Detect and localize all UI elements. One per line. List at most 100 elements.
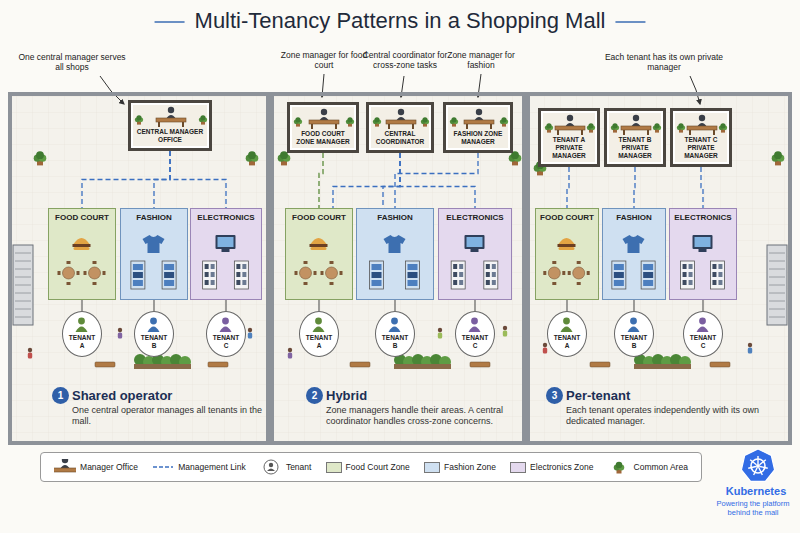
legend-swatch (326, 462, 342, 473)
escalator-step (769, 253, 785, 254)
shop-zone: FOOD COURT (48, 208, 116, 300)
node-icon (135, 315, 172, 333)
chair-icon (295, 271, 298, 275)
callout-number: 3 (546, 387, 563, 404)
tenant-figure (697, 327, 709, 333)
tenant-figure (391, 318, 398, 325)
gadget (453, 272, 457, 277)
table-icon (573, 267, 585, 279)
shop-zone: ELECTRONICS (669, 208, 737, 300)
tenant-circle-label: TENANT C (213, 334, 239, 349)
bench (470, 362, 490, 367)
monitor-icon (695, 237, 711, 247)
node-icon (536, 233, 597, 297)
gadget (242, 280, 246, 285)
management-link (383, 153, 400, 208)
clothes (643, 264, 653, 270)
management-link (318, 300, 319, 311)
manager-figure (168, 107, 174, 113)
management-link (634, 167, 635, 208)
chair-icon (321, 271, 324, 275)
manager-office-label: CENTRAL MANAGER OFFICE (134, 128, 206, 144)
burger-icon (558, 244, 576, 247)
clothes (372, 272, 382, 278)
pattern-description: Each tenant operates independently with … (566, 405, 762, 427)
plant-leaves (501, 117, 506, 122)
escalator-step (15, 309, 31, 310)
clothes-rack (370, 261, 384, 289)
gadget (689, 272, 693, 277)
leader-arrow (690, 76, 700, 104)
kubernetes-logo (756, 464, 760, 468)
manager-figure (699, 115, 705, 121)
bench (350, 362, 370, 367)
clothes (408, 264, 418, 270)
plant-leaves (422, 117, 427, 122)
tenant-circle-label: TENANT A (69, 334, 95, 349)
escalator-step (769, 277, 785, 278)
shirt-icon (384, 235, 406, 253)
node-icon (603, 233, 664, 297)
manager-office: FOOD COURT ZONE MANAGER (287, 102, 359, 153)
management-link (154, 151, 170, 208)
plant-leaves (720, 123, 725, 128)
plant-leaves (546, 123, 551, 128)
clothes (372, 280, 382, 286)
tenant-figure (628, 327, 640, 333)
tenant-figure (148, 327, 160, 333)
shopper (748, 348, 752, 354)
legend-item: Electronics Zone (510, 462, 593, 473)
kubernetes-logo (741, 449, 774, 481)
escalator-step (15, 317, 31, 318)
legend-tenant (264, 460, 278, 474)
chair-icon (84, 271, 87, 275)
bench (208, 362, 228, 367)
shelf-icon (203, 261, 217, 289)
escalator-step (15, 253, 31, 254)
tenant-figure (561, 327, 573, 333)
management-link (633, 300, 634, 311)
legend-box: Manager OfficeManagement LinkTenantFood … (40, 452, 702, 482)
monitor-icon (693, 235, 713, 249)
legend-text: Manager Office (80, 462, 138, 472)
gadget (236, 280, 240, 285)
shopper (288, 353, 292, 359)
planter (634, 364, 691, 369)
title-rule (615, 21, 645, 23)
management-link (474, 300, 475, 311)
clothes-rack (131, 261, 145, 289)
desk (388, 124, 390, 129)
planter (394, 364, 451, 369)
management-link (394, 300, 395, 311)
plant-leaves (615, 462, 622, 469)
desk (581, 130, 583, 135)
gadget (459, 272, 463, 277)
legend-tenant (269, 463, 273, 467)
shopper (288, 348, 292, 352)
gadget (486, 280, 490, 285)
annotation: Zone manager for food court (276, 50, 372, 70)
node-icon (134, 105, 208, 128)
tenant-circle: TENANT A (62, 311, 102, 357)
pattern-description: One central operator manages all tenants… (72, 405, 268, 427)
gadget (459, 280, 463, 285)
clothes (408, 272, 418, 278)
shop-zone-label: FOOD COURT (49, 213, 115, 222)
desk (54, 468, 76, 472)
desk (311, 124, 313, 129)
planter (134, 364, 191, 369)
escalator-step (769, 269, 785, 270)
chair-icon (314, 271, 317, 275)
shopper (28, 348, 32, 352)
chair-icon (552, 261, 556, 264)
chair-icon (304, 282, 308, 285)
shop-zone-label: FASHION (121, 213, 187, 222)
clothes (614, 264, 624, 270)
manager-office-label: TENANT B PRIVATE MANAGER (610, 136, 660, 160)
tenant-figure (220, 327, 232, 333)
plant-leaves (678, 123, 683, 128)
legend-item: Food Court Zone (326, 462, 410, 473)
manager-office: TENANT C PRIVATE MANAGER (670, 108, 732, 167)
shopper (118, 333, 122, 339)
shop-zone: FOOD COURT (535, 208, 599, 300)
